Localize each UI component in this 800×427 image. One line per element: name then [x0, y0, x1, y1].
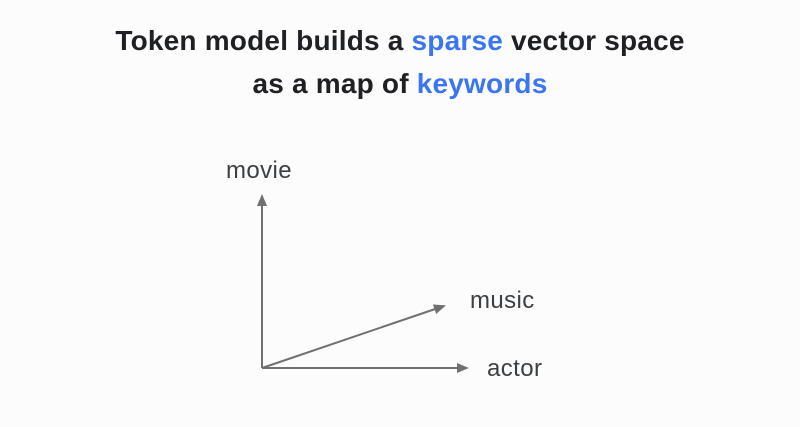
axis-label-actor: actor	[487, 355, 543, 382]
title-highlight-sparse: sparse	[411, 25, 504, 56]
axis-arrow-music	[261, 304, 446, 369]
title-highlight-keywords: keywords	[416, 68, 548, 99]
title-line-2: as a map of keywords	[0, 62, 800, 105]
title-line-1: Token model builds a sparse vector space	[0, 19, 800, 62]
title-segment: vector space	[503, 25, 685, 56]
title-segment: Token model builds a	[115, 25, 412, 56]
axis-label-movie: movie	[226, 157, 293, 184]
axis-label-music: music	[470, 287, 535, 314]
slide-title: Token model builds a sparse vector space…	[0, 19, 800, 105]
title-segment: as a map of	[252, 68, 417, 99]
